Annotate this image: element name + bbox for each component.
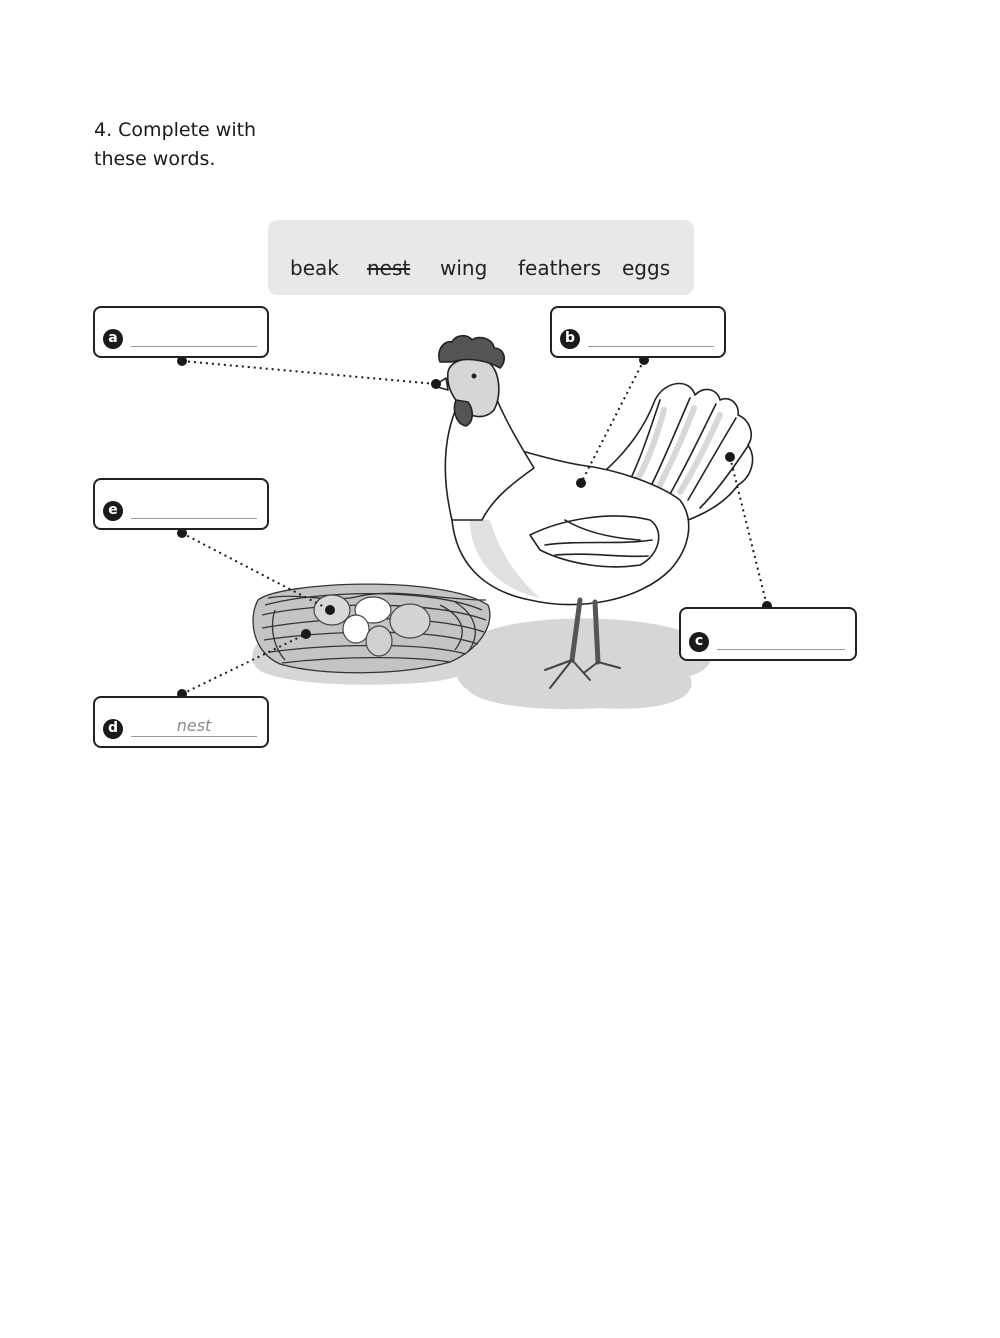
- label-box-c: c: [679, 607, 857, 661]
- word-wing: wing: [440, 256, 488, 280]
- label-box-b: b: [550, 306, 726, 358]
- answer-input-d[interactable]: [131, 714, 257, 736]
- instruction-text: 4. Complete with these words.: [94, 116, 294, 174]
- answer-underline: [588, 346, 714, 347]
- answer-underline: [131, 736, 257, 737]
- label-badge-c: c: [689, 632, 709, 652]
- answer-input-e[interactable]: [131, 496, 257, 518]
- answer-underline: [717, 649, 845, 650]
- label-box-e: e: [93, 478, 269, 530]
- eggs: [313, 594, 431, 657]
- answer-input-b[interactable]: [588, 324, 714, 346]
- label-badge-d: d: [103, 719, 123, 739]
- instruction-line-2: these words.: [94, 148, 216, 170]
- instruction-line-1: 4. Complete with: [94, 119, 257, 141]
- ground-shadow: [252, 618, 712, 710]
- word-eggs: eggs: [622, 256, 671, 280]
- answer-underline: [131, 518, 257, 519]
- label-badge-b: b: [560, 329, 580, 349]
- word-beak: beak: [290, 256, 339, 280]
- word-feathers: feathers: [518, 256, 602, 280]
- label-badge-a: a: [103, 329, 123, 349]
- answer-input-c[interactable]: [717, 627, 845, 649]
- label-box-a: a: [93, 306, 269, 358]
- word-nest-used: nest: [367, 256, 411, 280]
- answer-input-a[interactable]: [131, 324, 257, 346]
- word-bank: beak nest wing feathers eggs: [268, 220, 694, 295]
- answer-underline: [131, 346, 257, 347]
- nest: [252, 583, 491, 674]
- label-box-d: d: [93, 696, 269, 748]
- label-badge-e: e: [103, 501, 123, 521]
